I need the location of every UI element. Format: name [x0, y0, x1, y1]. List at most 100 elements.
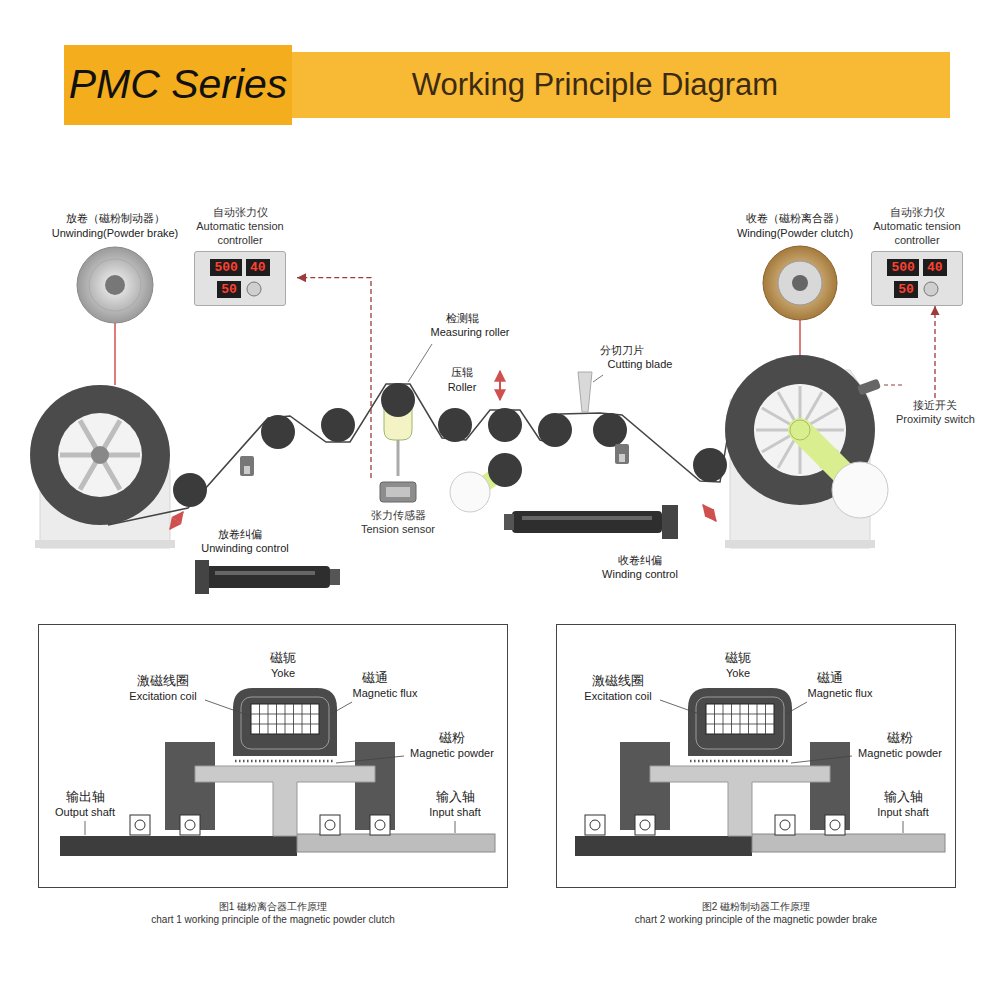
leader-line [85, 821, 86, 835]
tension-sensor-icon [386, 487, 410, 497]
display-value: 500 [887, 259, 918, 276]
section-label: 输入轴 [436, 789, 475, 805]
wind-stand [725, 540, 875, 548]
photo-sensor [244, 466, 250, 474]
wind-stand [725, 355, 888, 548]
title-banner [64, 45, 292, 125]
proximity-sensor-icon [857, 379, 881, 396]
powder-clutch-photo [763, 246, 837, 355]
edge-guide-actuator [330, 569, 340, 585]
web-material [108, 384, 727, 525]
leader-line [660, 700, 705, 716]
leader-line [408, 344, 432, 382]
control-knob [924, 282, 938, 296]
device-name: Automatic tension controller [183, 219, 297, 247]
leader-line [903, 821, 904, 833]
chart-panel: 图2 磁粉制动器工作原理chart 2 working principle of… [556, 624, 956, 926]
leader-line [593, 375, 603, 382]
leader-line [455, 821, 456, 833]
part-label: 收卷（磁粉离合器） [746, 212, 845, 225]
shaft [60, 836, 297, 856]
edge-guide-actuator [195, 505, 678, 594]
leader-line [85, 700, 903, 835]
device-name: 张力传感器 [361, 508, 435, 522]
leader-line [331, 702, 352, 714]
device-box: 自动张力仪Automatic tension controller5004050 [860, 205, 974, 306]
display-value: 40 [923, 259, 947, 276]
motion-arrow [499, 371, 501, 400]
device-name: Proximity switch [896, 412, 975, 426]
section-label: Yoke [726, 667, 750, 680]
diagram-title: Working Principle Diagram [300, 66, 890, 104]
powder-clutch-photo [799, 320, 801, 355]
controller-panel: 5004050 [194, 251, 286, 306]
brake-section [585, 688, 850, 836]
guide-roller [173, 383, 727, 507]
control-knob [922, 280, 940, 298]
part-label: Roller [448, 381, 477, 394]
powder-clutch-photo [778, 261, 822, 305]
photo-sensor [240, 456, 254, 476]
device-box: 自动张力仪Automatic tension controller5004050 [183, 205, 297, 306]
motion-arrow [170, 512, 183, 529]
nip-roller-arm [450, 472, 490, 512]
tension-sensor-icon [380, 482, 416, 502]
part-label: Unwinding(Powder brake) [52, 227, 179, 240]
section-label: Magnetic flux [353, 687, 418, 700]
part-label: 收卷纠偏 [618, 554, 662, 567]
shaft [60, 834, 945, 856]
section-label: 磁通 [362, 670, 388, 686]
powder-brake-photo [114, 323, 116, 385]
device-name: 接近开关 [896, 398, 975, 412]
section-label: Output shaft [55, 806, 115, 819]
section-label: 磁通 [817, 670, 843, 686]
edge-guide-actuator [215, 571, 315, 575]
part-label: Measuring roller [431, 326, 510, 339]
section-label: 输出轴 [66, 789, 105, 805]
motion-arrow [170, 371, 716, 529]
section-label: Magnetic powder [858, 747, 942, 760]
shaft [752, 834, 945, 852]
section-label: Excitation coil [129, 690, 196, 703]
chart-caption: 图1 磁粉离合器工作原理 [38, 900, 508, 913]
section-label: Input shaft [429, 806, 480, 819]
edge-guide-actuator [195, 560, 209, 594]
edge-guide-actuator [662, 505, 678, 539]
cutting-blade [578, 372, 592, 412]
leader-line [408, 344, 603, 382]
powder-clutch-photo [792, 275, 808, 291]
motion-arrow [703, 505, 716, 521]
display-value: 500 [210, 259, 241, 276]
leader-line [791, 756, 852, 763]
powder-brake-photo [89, 259, 141, 311]
display-value: 50 [217, 281, 241, 298]
signal-line [934, 306, 935, 398]
chart-caption: 图2 磁粉制动器工作原理 [556, 900, 956, 913]
chart-caption: chart 1 working principle of the magneti… [38, 913, 508, 926]
photo-sensor [619, 454, 625, 462]
unwind-stand [60, 420, 140, 489]
part-label: 放卷（磁粉制动器） [66, 212, 165, 225]
device-box: 接近开关Proximity switch [896, 398, 975, 426]
leader-line [786, 702, 807, 714]
guide-roller [173, 473, 207, 507]
device-name: Automatic tension controller [860, 219, 974, 247]
edge-guide-actuator [512, 511, 662, 533]
part-label: Cutting blade [608, 358, 673, 371]
leader-line [336, 756, 404, 763]
powder-clutch-photo [763, 246, 837, 320]
tension-sensor-icon [368, 478, 428, 508]
device-box: 张力传感器Tension sensor [361, 478, 435, 536]
unwind-stand [91, 446, 109, 464]
series-badge: PMC Series [69, 60, 288, 109]
wind-stand [790, 420, 810, 440]
guide-roller [438, 408, 472, 442]
guide-roller [381, 383, 415, 417]
photo-sensor [615, 444, 629, 464]
guide-roller [488, 453, 522, 487]
shaft [297, 834, 495, 852]
section-label: 磁粉 [887, 730, 913, 746]
chart-caption: chart 2 working principle of the magneti… [556, 913, 956, 926]
